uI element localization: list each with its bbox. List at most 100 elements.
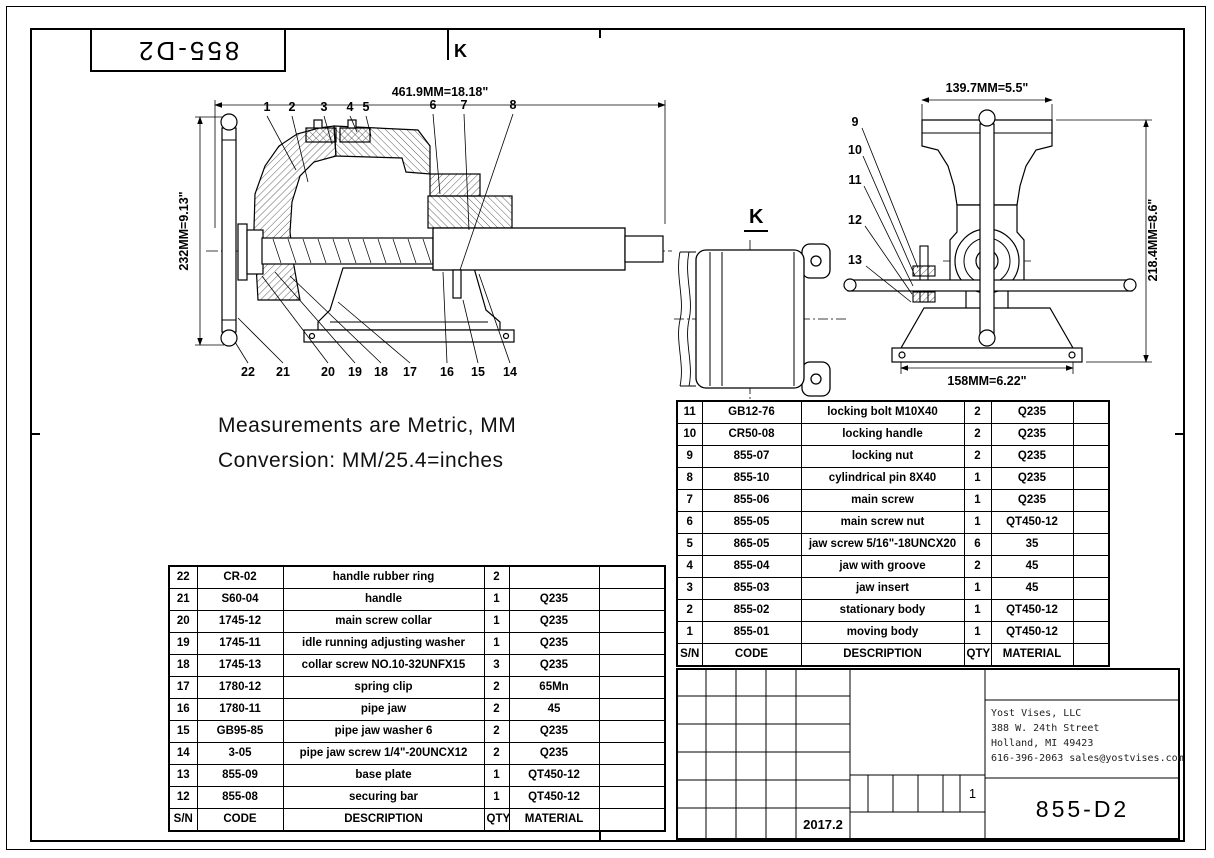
table-cell: 1780-11 xyxy=(196,698,284,721)
table-cell: 855-10 xyxy=(701,467,802,490)
table-cell xyxy=(1072,467,1110,490)
table-cell xyxy=(1072,511,1110,534)
table-cell: main screw collar xyxy=(282,610,485,633)
title-block: Yost Vises, LLC 388 W. 24th Street Holla… xyxy=(676,668,1184,840)
locking-handle-vertical xyxy=(978,109,996,347)
dimension-main-height-text: 232MM=9.13" xyxy=(178,191,191,270)
dimension-main-height xyxy=(195,116,224,346)
table-cell: 20 xyxy=(168,610,198,633)
dimension-main-length-text: 461.9MM=18.18" xyxy=(392,85,489,99)
table-cell: 1 xyxy=(963,511,992,534)
table-cell: 16 xyxy=(168,698,198,721)
callout-leaders-bottom xyxy=(234,271,511,364)
table-cell: main screw nut xyxy=(800,511,965,534)
table-cell: pipe jaw xyxy=(282,698,485,721)
table-cell: 855-05 xyxy=(701,511,802,534)
section-cut-mark: K xyxy=(447,30,467,60)
drawing-date: 2017.2 xyxy=(803,816,843,832)
table-cell: 6 xyxy=(676,511,703,534)
callout-number: 8 xyxy=(510,98,517,112)
main-screw-collar xyxy=(237,223,264,281)
callout-number: 1 xyxy=(264,100,271,114)
handle xyxy=(220,113,238,347)
table-cell: 3 xyxy=(483,654,510,677)
table-cell: Q235 xyxy=(508,632,600,655)
table-cell xyxy=(1072,400,1110,424)
table-cell: 855-09 xyxy=(196,764,284,787)
table-cell: QT450-12 xyxy=(508,764,600,787)
callout-number: 10 xyxy=(848,143,862,157)
locking-mechanism xyxy=(912,245,936,303)
table-cell: 855-07 xyxy=(701,445,802,468)
callout-leaders-top xyxy=(266,113,514,271)
col-header-code: CODE xyxy=(196,808,284,832)
table-cell: jaw with groove xyxy=(800,555,965,578)
callout-number: 17 xyxy=(403,365,417,379)
table-cell: GB12-76 xyxy=(701,400,802,424)
col-header-code: CODE xyxy=(701,643,802,667)
table-cell: S60-04 xyxy=(196,588,284,611)
dimension-front-height xyxy=(1056,119,1152,363)
table-cell: 11 xyxy=(676,400,703,424)
table-cell: 2 xyxy=(483,720,510,743)
company-contact: 616-396-2063 sales@yostvises.com xyxy=(991,753,1184,764)
table-cell: stationary body xyxy=(800,599,965,622)
note-line: Conversion: MM/25.4=inches xyxy=(218,449,504,472)
table-cell: 8 xyxy=(676,467,703,490)
callout-number: 15 xyxy=(471,365,485,379)
table-cell: 4 xyxy=(676,555,703,578)
outer-border xyxy=(6,6,1206,850)
centering-mark xyxy=(599,832,601,842)
callout-number: 14 xyxy=(503,365,517,379)
table-cell: 45 xyxy=(990,577,1074,600)
table-cell: 2 xyxy=(676,599,703,622)
table-cell: 1 xyxy=(963,599,992,622)
table-cell: 865-05 xyxy=(701,533,802,556)
view-k-letter: K xyxy=(744,206,769,232)
table-cell xyxy=(1072,599,1110,622)
company-address2: Holland, MI 49423 xyxy=(991,738,1094,749)
table-cell: 12 xyxy=(168,786,198,809)
centering-mark xyxy=(599,28,601,38)
table-cell: spring clip xyxy=(282,676,485,699)
table-cell xyxy=(598,632,666,655)
table-cell xyxy=(598,654,666,677)
company-address1: 388 W. 24th Street xyxy=(991,723,1100,734)
table-cell: 1 xyxy=(483,764,510,787)
callout-number: 6 xyxy=(430,98,437,112)
front-view: 139.7MM=5.5" 218.4MM=8.6" 158MM=6.22" xyxy=(843,81,1160,388)
col-header-description: DESCRIPTION xyxy=(800,643,965,667)
note-line: Measurements are Metric, MM xyxy=(218,414,517,437)
table-cell: locking handle xyxy=(800,423,965,446)
title-block-grid xyxy=(676,668,1180,840)
table-cell xyxy=(598,676,666,699)
table-cell: 5 xyxy=(676,533,703,556)
table-cell: Q235 xyxy=(508,654,600,677)
dimension-front-base-text: 158MM=6.22" xyxy=(947,374,1026,388)
table-cell xyxy=(508,565,600,589)
k-view xyxy=(674,240,846,400)
dimension-front-width-text: 139.7MM=5.5" xyxy=(946,81,1029,95)
table-cell: 9 xyxy=(676,445,703,468)
table-cell: 13 xyxy=(168,764,198,787)
table-cell: Q235 xyxy=(990,400,1074,424)
table-cell: main screw xyxy=(800,489,965,512)
centering-mark xyxy=(1175,433,1185,435)
table-header-row: S/N CODE DESCRIPTION QTY MATERIAL xyxy=(168,808,666,832)
table-cell: 2 xyxy=(963,423,992,446)
table-cell: 1745-11 xyxy=(196,632,284,655)
table-cell: 855-01 xyxy=(701,621,802,644)
